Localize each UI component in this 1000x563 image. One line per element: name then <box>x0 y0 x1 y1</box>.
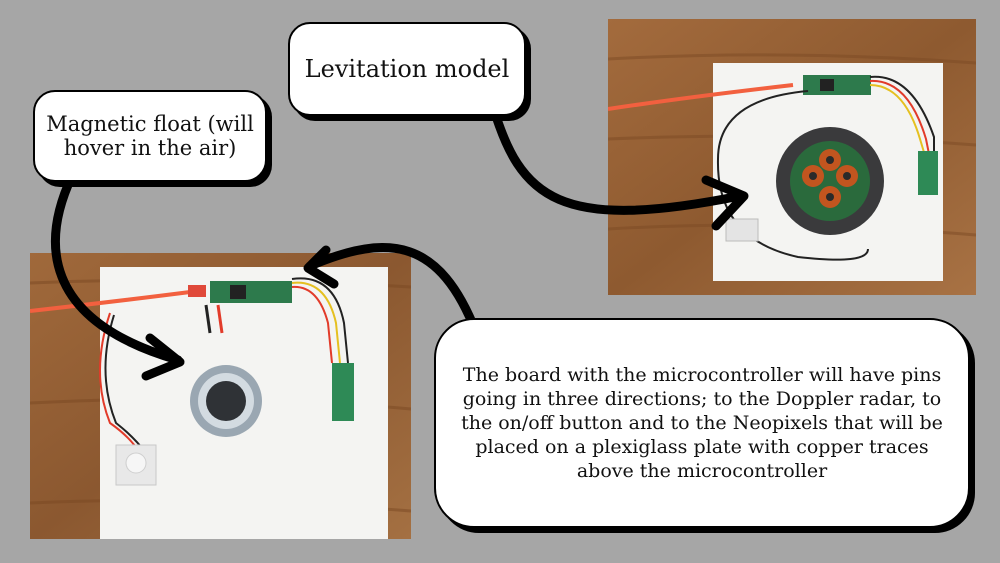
prototype-board-photo <box>30 253 411 539</box>
magnetic-float-label: Magnetic float (will hover in the air) <box>46 112 254 160</box>
board-description-text: The board with the microcontroller will … <box>461 364 943 482</box>
levitation-model-callout: Levitation model <box>288 22 526 116</box>
board-description-callout: The board with the microcontroller will … <box>434 318 970 528</box>
magnetic-float-callout: Magnetic float (will hover in the air) <box>33 90 267 182</box>
levitation-model-photo <box>608 19 976 295</box>
levitation-model-label: Levitation model <box>304 55 510 83</box>
